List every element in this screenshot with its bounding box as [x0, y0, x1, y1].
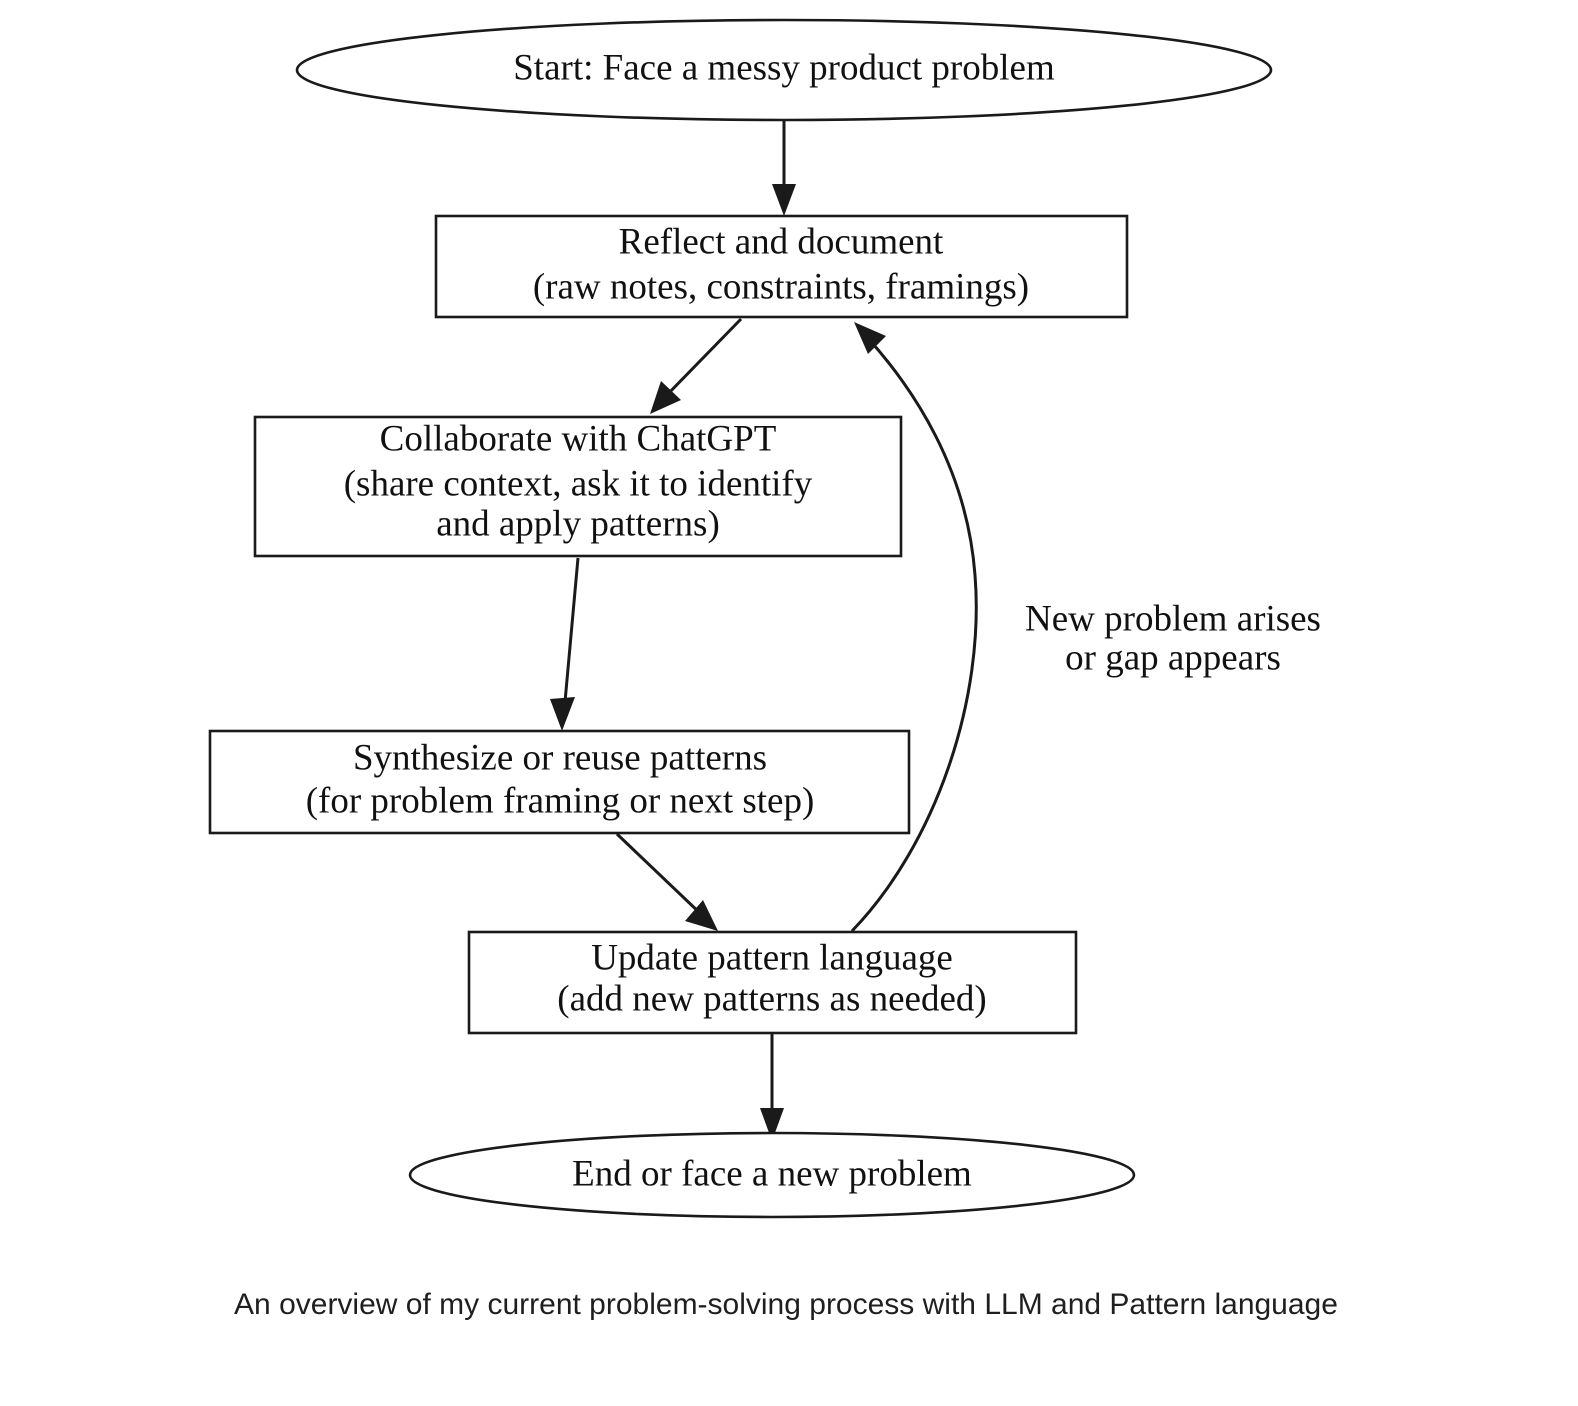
node-reflect-and-document[interactable]: Reflect and document (raw notes, constra…: [434, 214, 1129, 319]
synthesize-box[interactable]: [208, 729, 911, 835]
arrow-head-icon: [772, 184, 796, 216]
edge-curve: [850, 334, 978, 933]
synthesize-label-line-1: Synthesize or reuse patterns: [353, 737, 767, 778]
edge-line: [615, 832, 705, 918]
node-start[interactable]: Start: Face a messy product problem: [295, 18, 1273, 122]
node-collaborate-with-chatgpt[interactable]: Collaborate with ChatGPT (share context,…: [253, 415, 903, 558]
arrow-head-icon: [685, 900, 718, 931]
edge-update-to-end: [760, 1034, 784, 1141]
arrow-head-icon: [550, 697, 575, 731]
node-update-pattern-language[interactable]: Update pattern language (add new pattern…: [467, 930, 1078, 1035]
figure-caption: An overview of my current problem-solvin…: [234, 1288, 1338, 1321]
reflect-label-line-2: (raw notes, constraints, framings): [533, 266, 1029, 307]
collaborate-label-line-2: (share context, ask it to identify: [344, 463, 813, 504]
edge-label-line-2: or gap appears: [1065, 637, 1281, 678]
edge-collaborate-to-synthesize: [550, 557, 580, 731]
edge-label-line-1: New problem arises: [1025, 598, 1321, 639]
node-synthesize-or-reuse-patterns[interactable]: Synthesize or reuse patterns (for proble…: [208, 729, 911, 835]
edge-update-to-reflect-feedback: New problem arises or gap appears: [850, 322, 1321, 933]
start-label-line-1: Start: Face a messy product problem: [513, 47, 1055, 88]
collaborate-label-line-3: and apply patterns): [436, 503, 720, 544]
update-label-line-1: Update pattern language: [591, 937, 953, 978]
end-ellipse[interactable]: [408, 1131, 1136, 1219]
end-label-line-1: End or face a new problem: [572, 1153, 972, 1194]
edge-synthesize-to-update: [615, 832, 718, 931]
update-label-line-2: (add new patterns as needed): [557, 978, 986, 1019]
edge-line: [562, 557, 580, 714]
update-box[interactable]: [467, 930, 1078, 1035]
node-end[interactable]: End or face a new problem: [408, 1131, 1136, 1219]
reflect-label-line-1: Reflect and document: [619, 221, 944, 262]
collaborate-box[interactable]: [253, 415, 903, 558]
reflect-box[interactable]: [434, 214, 1129, 319]
edge-start-to-reflect: [772, 118, 796, 216]
arrow-head-icon: [650, 381, 681, 414]
start-ellipse[interactable]: [295, 18, 1273, 122]
collaborate-label-line-1: Collaborate with ChatGPT: [380, 418, 777, 459]
arrow-head-icon: [760, 1108, 784, 1141]
arrow-head-icon: [854, 322, 886, 354]
edge-line: [661, 317, 743, 401]
edge-reflect-to-collaborate: [650, 317, 743, 414]
synthesize-label-line-2: (for problem framing or next step): [306, 780, 815, 821]
